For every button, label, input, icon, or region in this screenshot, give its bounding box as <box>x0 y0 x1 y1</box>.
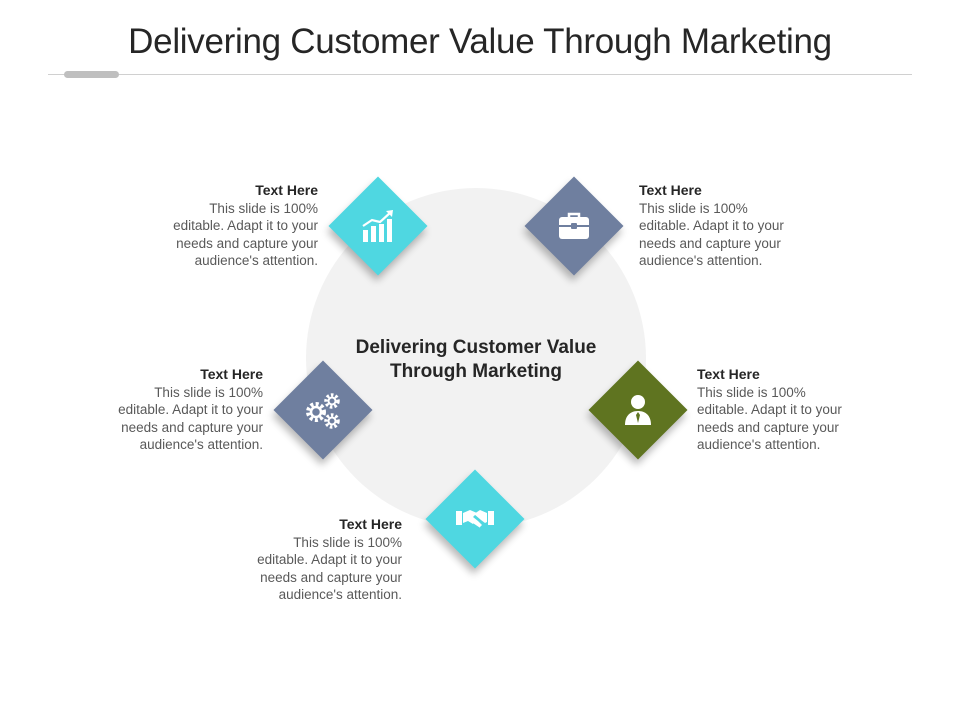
text-block-heading: Text Here <box>639 182 702 198</box>
title-accent-bar <box>64 71 119 78</box>
text-block-body-line: needs and capture your <box>176 235 318 251</box>
center-label-line-1: Delivering Customer Value <box>355 337 597 358</box>
text-block-heading: Text Here <box>255 182 318 198</box>
text-block-body-line: audience's attention. <box>278 587 402 602</box>
title-divider <box>48 74 912 75</box>
person-icon <box>614 386 662 434</box>
handshake-icon <box>451 495 499 543</box>
text-block-body-line: needs and capture your <box>260 569 402 585</box>
text-block-body-line: audience's attention. <box>139 437 263 452</box>
text-block-body-line: needs and capture your <box>697 419 839 435</box>
gears-icon <box>299 386 347 434</box>
text-block-body-line: editable. Adapt it to your <box>697 402 842 417</box>
text-block-body-line: needs and capture your <box>121 419 263 435</box>
text-block-body-line: needs and capture your <box>639 235 781 251</box>
text-block-body-line: This slide is 100% <box>697 384 806 400</box>
text-block-body-line: This slide is 100% <box>639 200 748 216</box>
text-block-body-line: audience's attention. <box>639 253 763 268</box>
text-block-top-right: Text Here This slide is 100% editable. A… <box>639 182 814 270</box>
text-block-body-line: This slide is 100% <box>293 534 402 550</box>
text-block-body-line: This slide is 100% <box>209 200 318 216</box>
center-label-line-2: Through Marketing <box>389 361 563 382</box>
text-block-right: Text Here This slide is 100% editable. A… <box>697 366 872 454</box>
text-block-heading: Text Here <box>339 516 402 532</box>
text-block-body-line: editable. Adapt it to your <box>257 552 402 567</box>
text-block-body-line: editable. Adapt it to your <box>118 402 263 417</box>
bar-chart-icon <box>354 202 402 250</box>
text-block-heading: Text Here <box>200 366 263 382</box>
text-block-heading: Text Here <box>697 366 760 382</box>
text-block-body-line: editable. Adapt it to your <box>639 218 784 233</box>
page-title: Delivering Customer Value Through Market… <box>128 22 832 61</box>
text-block-top-left: Text Here This slide is 100% editable. A… <box>143 182 318 270</box>
text-block-body-line: audience's attention. <box>697 437 821 452</box>
text-block-body-line: This slide is 100% <box>154 384 263 400</box>
briefcase-icon <box>550 202 598 250</box>
text-block-body-line: audience's attention. <box>194 253 318 268</box>
text-block-bottom: Text Here This slide is 100% editable. A… <box>227 516 402 604</box>
text-block-body-line: editable. Adapt it to your <box>173 218 318 233</box>
center-label: Delivering Customer Value Through Market… <box>326 336 626 384</box>
text-block-left: Text Here This slide is 100% editable. A… <box>88 366 263 454</box>
